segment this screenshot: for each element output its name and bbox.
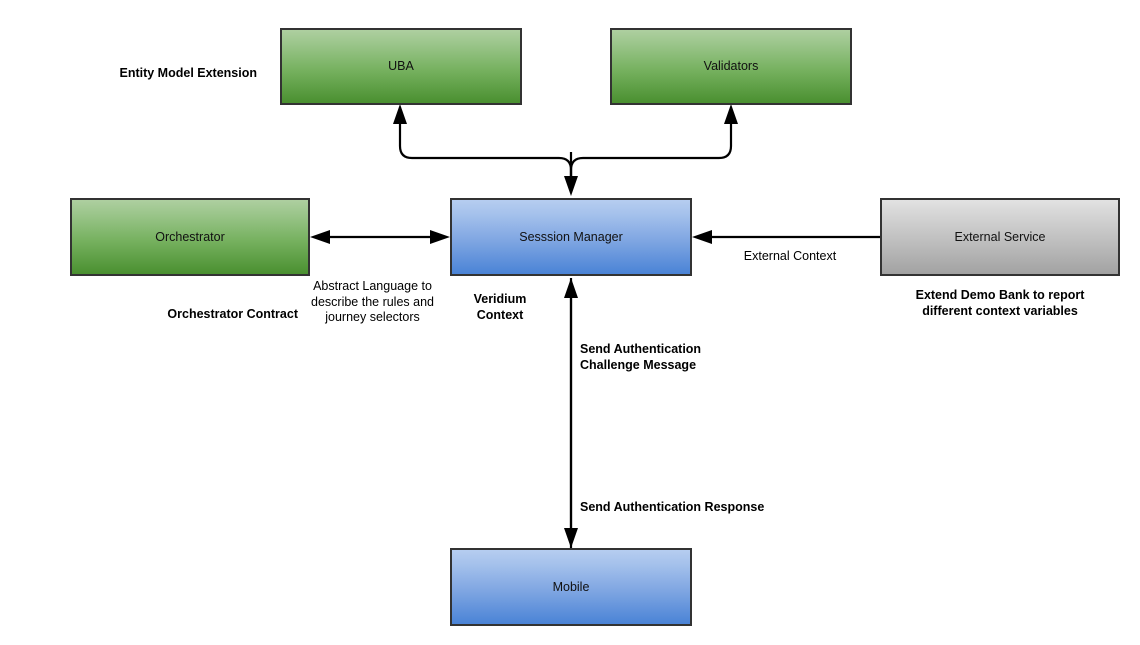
node-uba[interactable]: UBA — [280, 28, 522, 105]
node-mobile-label: Mobile — [552, 579, 590, 594]
label-extend-demo-bank: Extend Demo Bank to report different con… — [915, 288, 1085, 318]
node-validators-label: Validators — [703, 59, 759, 73]
node-validators[interactable]: Validators — [610, 28, 852, 105]
node-session-manager-label: Sesssion Manager — [519, 229, 623, 244]
node-external-service[interactable]: External Service — [880, 198, 1120, 276]
label-send-auth-challenge: Send Authentication Challenge Message — [580, 342, 702, 372]
edge-session-manager-to-uba — [393, 104, 573, 190]
label-entity-model-extension: Entity Model Extension — [119, 66, 257, 80]
label-veridium-context: Veridium Context — [473, 292, 527, 322]
edge-orchestrator-session-manager — [310, 230, 450, 244]
node-uba-label: UBA — [388, 59, 414, 73]
edge-session-manager-to-validators — [569, 104, 738, 190]
edge-external-service-to-session-manager — [692, 230, 880, 244]
node-mobile[interactable]: Mobile — [450, 548, 692, 626]
label-external-context: External Context — [743, 249, 837, 263]
node-orchestrator-label: Orchestrator — [155, 229, 225, 244]
node-session-manager[interactable]: Sesssion Manager — [450, 198, 692, 276]
label-orchestrator-contract: Orchestrator Contract — [167, 307, 298, 321]
edge-session-manager-to-mobile — [564, 278, 578, 548]
edge-mobile-to-session-manager — [564, 278, 578, 548]
label-send-auth-response: Send Authentication Response — [580, 500, 765, 514]
node-orchestrator[interactable]: Orchestrator — [70, 198, 310, 276]
label-abstract-language: Abstract Language to describe the rules … — [311, 279, 434, 325]
edge-fork-to-session-manager — [564, 152, 578, 196]
node-external-service-label: External Service — [954, 229, 1046, 244]
